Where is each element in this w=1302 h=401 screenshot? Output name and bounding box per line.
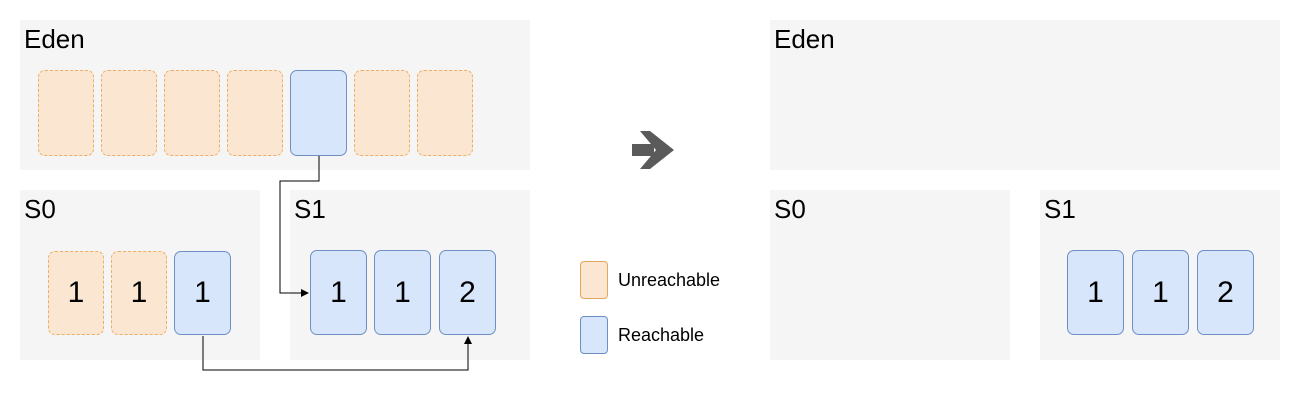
right-s1-block-1: 1 (1067, 250, 1124, 335)
right-s1-label: S1 (1044, 194, 1076, 224)
right-s1-block-2: 1 (1132, 250, 1189, 335)
legend-reachable-label: Reachable (618, 325, 705, 345)
left-s1-label: S1 (294, 194, 326, 224)
eden-block-3 (164, 70, 220, 156)
eden-block-7 (417, 70, 473, 156)
s0-block-3-reachable: 1 (174, 251, 231, 335)
left-eden-region: Eden (20, 20, 530, 170)
eden-block-6 (354, 70, 410, 156)
eden-block-1 (38, 70, 94, 156)
s0-block-1: 1 (48, 251, 104, 335)
right-s0-label: S0 (774, 194, 806, 224)
eden-block-2 (101, 70, 157, 156)
right-eden-region: Eden (770, 20, 1280, 170)
left-s0-region: S0 1 1 1 (20, 190, 260, 360)
right-s1-block-3: 2 (1197, 250, 1254, 335)
legend-reachable-swatch (580, 316, 608, 354)
copy-edge-s0-to-s1 (202, 336, 472, 371)
left-s1-block-3: 2 (439, 250, 496, 335)
left-s1-block-2: 1 (374, 250, 431, 335)
left-s1-region: S1 1 1 2 (290, 190, 530, 360)
right-eden-label: Eden (774, 24, 835, 54)
right-s1-region: S1 1 1 2 (1040, 190, 1280, 360)
left-s0-label: S0 (24, 194, 56, 224)
eden-block-5-reachable (290, 70, 347, 156)
copy-edge-eden-to-s1 (279, 156, 320, 297)
transition-arrow-icon (632, 131, 674, 169)
eden-block-4 (227, 70, 283, 156)
right-s0-region: S0 (770, 190, 1010, 360)
left-s1-block-1: 1 (310, 250, 367, 335)
legend-unreachable-label: Unreachable (618, 270, 721, 290)
legend-unreachable-swatch (580, 261, 608, 299)
s0-block-2: 1 (111, 251, 167, 335)
left-eden-label: Eden (24, 24, 85, 54)
